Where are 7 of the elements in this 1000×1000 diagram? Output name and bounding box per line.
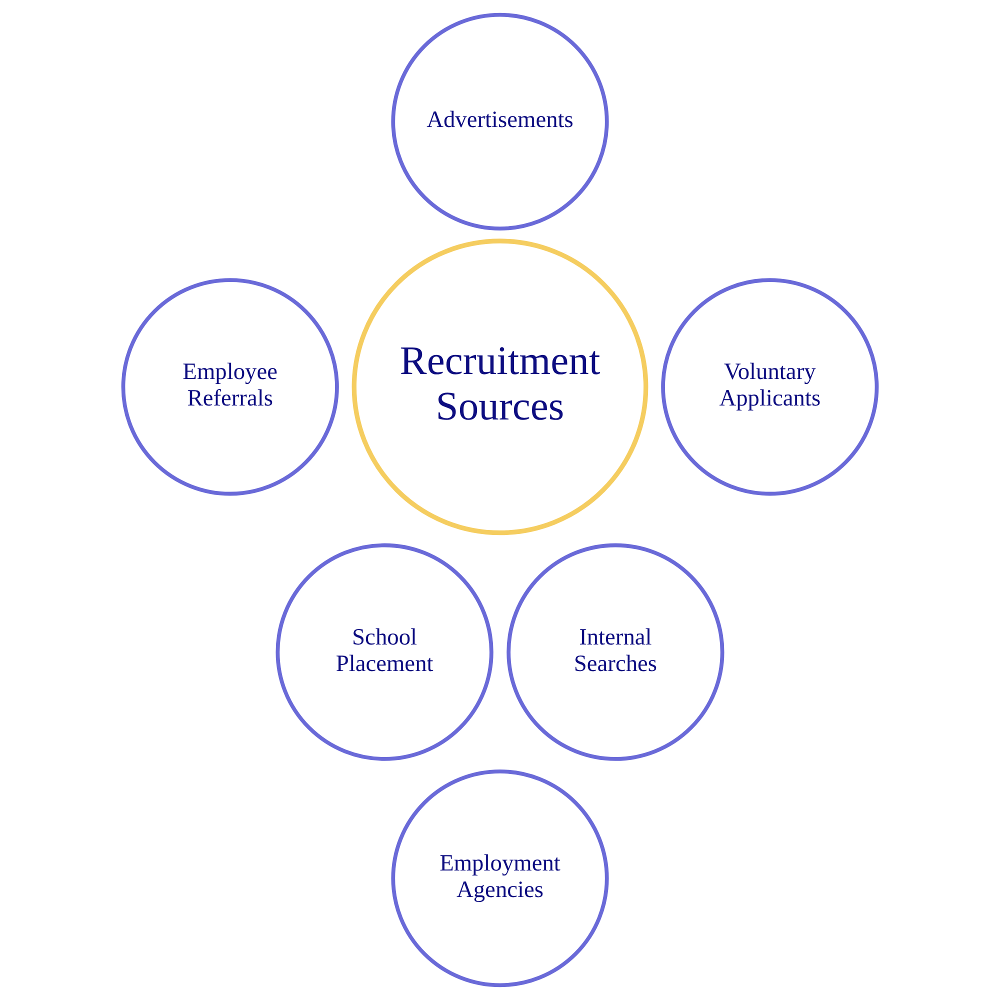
node-circle: School Placement	[276, 543, 494, 761]
node-circle: Advertisements	[391, 12, 609, 230]
node-circle: Internal Searches	[506, 543, 724, 761]
node-circle: Employment Agencies	[391, 770, 609, 988]
node-circle: Recruitment Sources	[352, 238, 648, 536]
node-circle: Voluntary Applicants	[661, 278, 879, 496]
node-circle: Employee Referrals	[121, 278, 339, 496]
